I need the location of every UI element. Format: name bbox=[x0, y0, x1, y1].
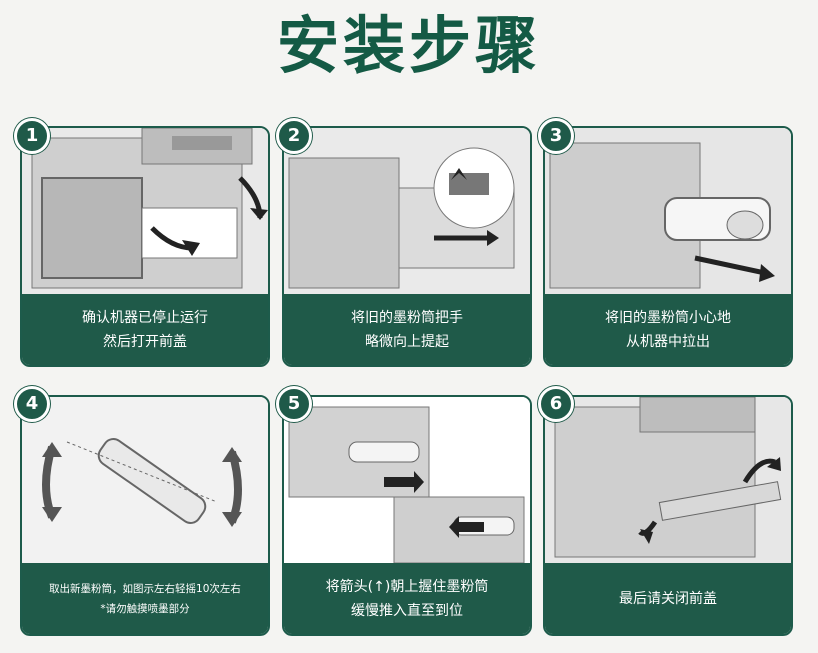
step-2-line-1: 将旧的墨粉筒把手 bbox=[351, 309, 463, 326]
page-title: 安装步骤 bbox=[276, 9, 541, 82]
pull-out-toner-illustration bbox=[545, 128, 791, 294]
step-1-card: 确认机器已停止运行 然后打开前盖 bbox=[20, 126, 270, 367]
step-6-caption: 最后请关闭前盖 bbox=[545, 563, 791, 634]
step-3-caption: 将旧的墨粉筒小心地 从机器中拉出 bbox=[545, 294, 791, 365]
insert-toner-illustration bbox=[284, 397, 530, 563]
step-3-line-1: 将旧的墨粉筒小心地 bbox=[605, 309, 731, 326]
step-1-badge: 1 bbox=[14, 118, 50, 154]
step-2-line-2: 略微向上提起 bbox=[365, 333, 449, 350]
step-4-caption: 取出新墨粉筒，如图示左右轻摇10次左右 *请勿触摸喷墨部分 bbox=[22, 563, 268, 634]
step-5-line-1: 将箭头(↑)朝上握住墨粉筒 bbox=[325, 578, 489, 595]
step-4-badge: 4 bbox=[14, 386, 50, 422]
close-cover-illustration bbox=[545, 397, 791, 563]
step-5-line-2: 缓慢推入直至到位 bbox=[351, 602, 463, 619]
step-3-badge: 3 bbox=[538, 118, 574, 154]
handle-lift-illustration bbox=[284, 128, 530, 294]
step-2-card: 将旧的墨粉筒把手 略微向上提起 bbox=[282, 126, 532, 367]
step-4-line-1: 取出新墨粉筒，如图示左右轻摇10次左右 bbox=[49, 582, 241, 595]
printer-open-cover-illustration bbox=[22, 128, 268, 294]
step-6-badge: 6 bbox=[538, 386, 574, 422]
step-1-line-2: 然后打开前盖 bbox=[103, 333, 187, 350]
shake-toner-illustration bbox=[22, 397, 268, 563]
step-2-badge: 2 bbox=[276, 118, 312, 154]
step-5-badge: 5 bbox=[276, 386, 312, 422]
step-3-card: 将旧的墨粉筒小心地 从机器中拉出 bbox=[543, 126, 793, 367]
step-5-card: 将箭头(↑)朝上握住墨粉筒 缓慢推入直至到位 bbox=[282, 395, 532, 636]
step-5-caption: 将箭头(↑)朝上握住墨粉筒 缓慢推入直至到位 bbox=[284, 563, 530, 634]
step-6-card: 最后请关闭前盖 bbox=[543, 395, 793, 636]
step-4-line-2: *请勿触摸喷墨部分 bbox=[100, 602, 190, 615]
step-1-line-1: 确认机器已停止运行 bbox=[82, 309, 208, 326]
step-4-card: 取出新墨粉筒，如图示左右轻摇10次左右 *请勿触摸喷墨部分 bbox=[20, 395, 270, 636]
step-3-line-2: 从机器中拉出 bbox=[626, 333, 710, 350]
step-6-line-1: 最后请关闭前盖 bbox=[619, 590, 717, 607]
step-2-caption: 将旧的墨粉筒把手 略微向上提起 bbox=[284, 294, 530, 365]
step-1-caption: 确认机器已停止运行 然后打开前盖 bbox=[22, 294, 268, 365]
